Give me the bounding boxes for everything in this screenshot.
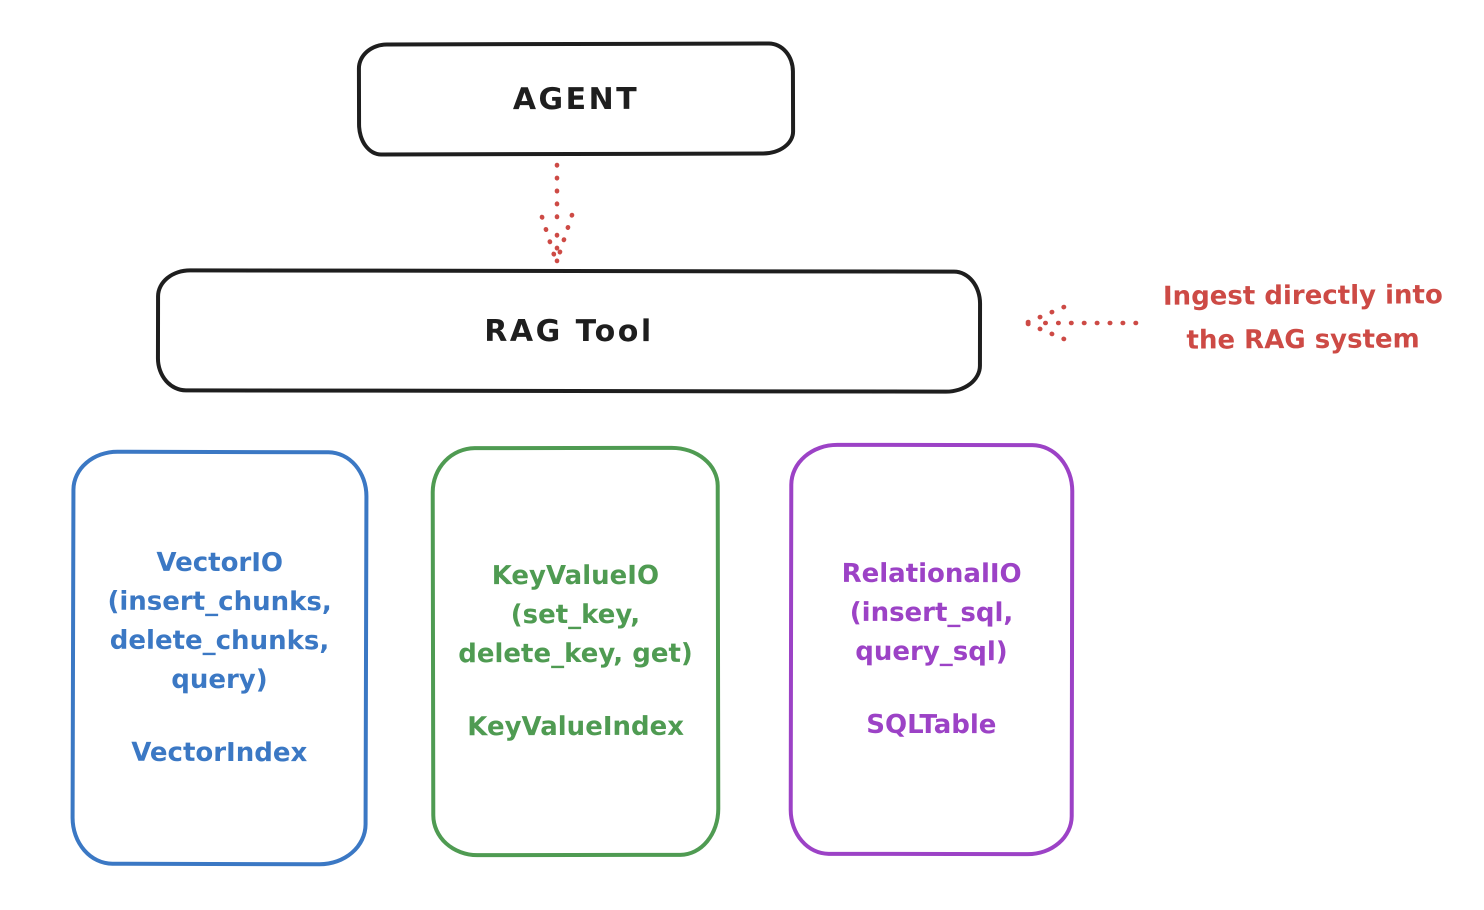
- rag-tool-node: RAG Tool: [155, 268, 983, 394]
- vector-io-methods: VectorIO (insert_chunks, delete_chunks, …: [107, 547, 332, 695]
- vector-index-label: VectorIndex: [131, 737, 308, 768]
- rag-tool-label: RAG Tool: [484, 313, 654, 349]
- keyvalue-index-label: KeyValueIndex: [467, 711, 685, 742]
- ingest-annotation: Ingest directly into the RAG system: [1122, 273, 1484, 363]
- ingest-arrow-icon: [1023, 304, 1139, 342]
- keyvalue-io-node: KeyValueIO (set_key, delete_key, get) Ke…: [430, 445, 721, 858]
- relational-io-node: RelationalIO (insert_sql, query_sql) SQL…: [788, 442, 1075, 857]
- relational-io-methods: RelationalIO (insert_sql, query_sql): [841, 558, 1022, 667]
- keyvalue-io-methods: KeyValueIO (set_key, delete_key, get): [458, 560, 693, 669]
- arrow-agent-to-ragtool-icon: [539, 162, 575, 264]
- ingest-annotation-line1: Ingest directly into: [1162, 280, 1443, 312]
- agent-label: AGENT: [512, 81, 640, 117]
- vector-io-node: VectorIO (insert_chunks, delete_chunks, …: [70, 449, 369, 867]
- sql-table-label: SQLTable: [866, 709, 997, 740]
- ingest-annotation-line2: the RAG system: [1186, 324, 1420, 356]
- agent-node: AGENT: [356, 41, 796, 157]
